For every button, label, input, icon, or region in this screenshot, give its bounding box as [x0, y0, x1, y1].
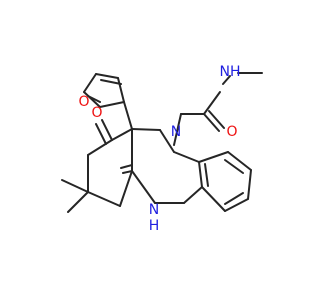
atom-label-layer: O O O NH N N H	[78, 64, 240, 234]
bond	[61, 179, 89, 193]
ring-nitrogen-label: N	[171, 124, 181, 140]
bond	[224, 159, 244, 174]
bond	[101, 119, 113, 141]
bond	[183, 186, 203, 204]
bond	[100, 79, 122, 85]
bond	[203, 91, 221, 115]
bond	[83, 73, 97, 93]
molecule-diagram: O O O NH N N H	[61, 64, 263, 234]
furan-oxygen-label: O	[78, 94, 89, 110]
bond	[198, 161, 203, 188]
bridge-hydrogen-label: H	[149, 218, 160, 234]
bond	[67, 191, 89, 213]
bond	[227, 151, 252, 171]
bond	[87, 95, 101, 103]
bond	[131, 170, 156, 204]
bond	[208, 110, 225, 129]
bond	[173, 113, 182, 146]
bond	[83, 91, 101, 108]
bond	[119, 170, 133, 207]
bond	[224, 192, 244, 205]
bond	[95, 123, 107, 145]
bond	[117, 77, 125, 103]
bond	[122, 170, 133, 174]
bond	[204, 163, 209, 187]
bond	[201, 186, 226, 212]
bond	[247, 169, 252, 200]
bond	[87, 191, 121, 207]
bond	[159, 129, 175, 153]
bond	[131, 128, 161, 131]
bond	[203, 113, 220, 132]
bond	[224, 198, 249, 212]
bond	[95, 73, 119, 79]
bond	[120, 164, 133, 169]
bond	[123, 101, 133, 130]
bond	[173, 151, 200, 163]
bond	[198, 151, 229, 163]
bond	[111, 128, 133, 141]
bond	[99, 101, 125, 108]
amide-nitrogen-label: NH	[220, 64, 241, 80]
bond	[87, 139, 113, 156]
bond-layer	[61, 72, 263, 213]
bond	[222, 75, 231, 85]
ketone-oxygen-label: O	[91, 105, 102, 121]
amide-oxygen-label: O	[226, 124, 237, 140]
bridge-nitrogen-label: N	[149, 202, 159, 218]
